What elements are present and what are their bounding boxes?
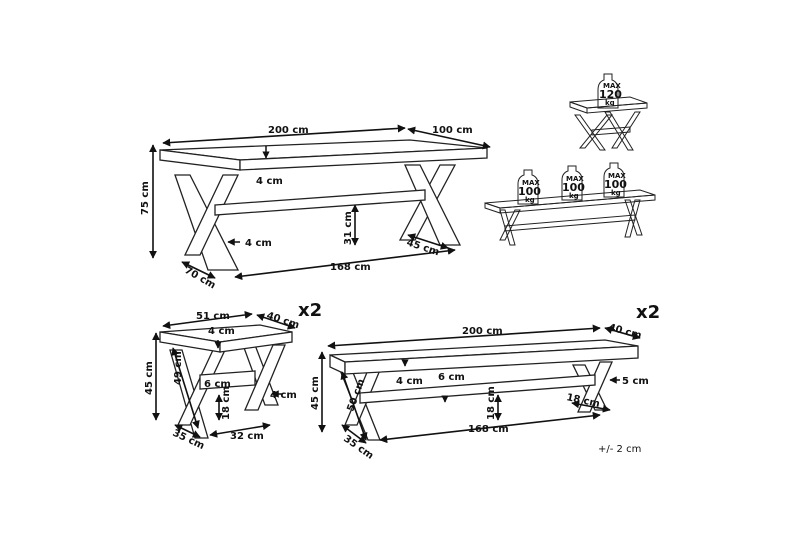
bench-length-label: 200 cm [462,326,503,337]
stool-weight-value: 120 [599,88,622,101]
table-leg-thickness-label: 4 cm [245,238,272,249]
stool-count-label: x2 [298,300,322,321]
stool-weight-max: MAX [603,82,621,90]
bench-weight-3-unit: kg [611,189,621,197]
bench-width-label: 40 cm [607,322,642,341]
stool-top-thickness-label: 4 cm [208,326,235,337]
stool-leg-thickness-label: 4 cm [270,390,297,401]
bench-weight-2-max: MAX [566,175,584,183]
tolerance-note: +/- 2 cm [598,444,641,455]
bench-weight-1-max: MAX [522,179,540,187]
table-base-length-label: 168 cm [330,262,371,273]
bench-weight-2-unit: kg [569,192,579,200]
stool-stretcher-height-label: 18 cm [221,386,232,420]
bench-weight-3-max: MAX [608,172,626,180]
stool-length-label: 51 cm [196,311,230,322]
bench-stretcher-height-label: 18 cm [486,386,497,420]
bench-weight-2-value: 100 [562,181,585,194]
bench-load-drawing [484,162,656,246]
stool-base-length-label: 32 cm [230,431,264,442]
bench-top-thickness-label: 4 cm [396,376,423,387]
bench-weight-1-value: 100 [518,185,541,198]
table-width-label: 100 cm [432,125,473,136]
bench-leg-thickness-label: 5 cm [622,376,649,387]
bench-count-label: x2 [636,302,660,323]
bench-weight-3-value: 100 [604,178,627,191]
table-length-label: 200 cm [268,125,309,136]
table-top-thickness-label: 4 cm [256,176,283,187]
table-height-label: 75 cm [140,181,151,215]
bench-base-length-label: 168 cm [468,424,509,435]
stool-load-drawing [569,73,648,151]
stool-weight-unit: kg [605,99,615,107]
stool-leg-length-label: 49 cm [173,351,184,385]
bench-weight-1-unit: kg [525,196,535,204]
stool-height-label: 45 cm [144,361,155,395]
bench-stretcher-thickness-label: 6 cm [438,372,465,383]
table-stretcher-height-label: 31 cm [343,211,354,245]
bench-height-label: 45 cm [310,376,321,410]
stool-stretcher-thickness-label: 6 cm [204,379,231,390]
